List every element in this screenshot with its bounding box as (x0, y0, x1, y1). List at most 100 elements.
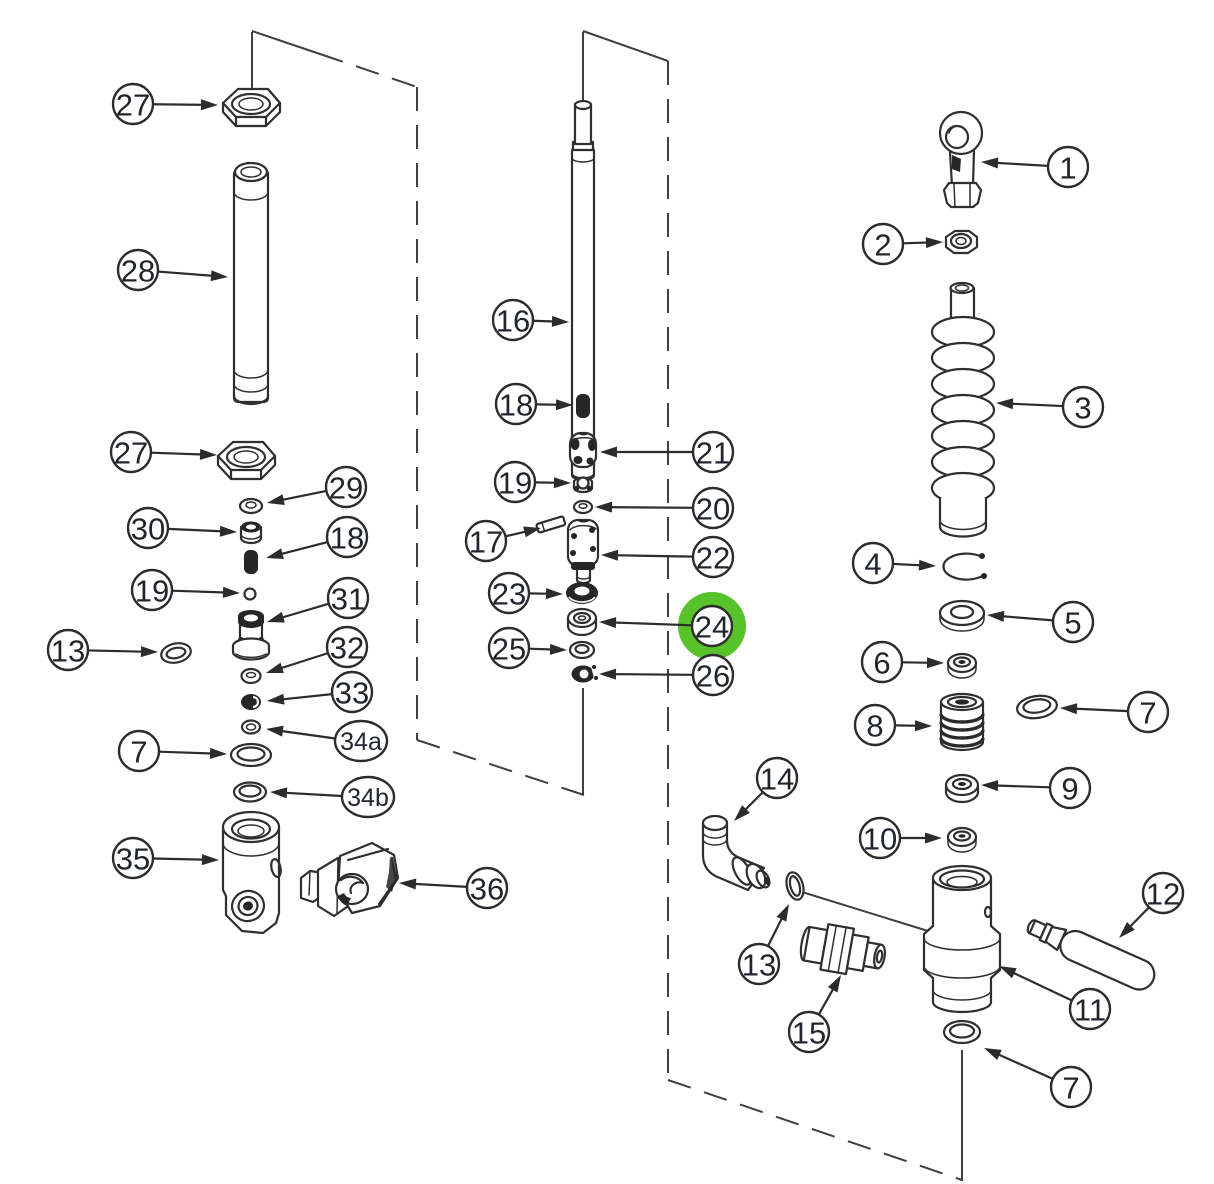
callout-circle (1046, 145, 1090, 189)
arrowhead (925, 832, 942, 844)
arrowhead (599, 668, 617, 680)
callout-4[interactable]: 4 (851, 541, 936, 585)
callout-34b[interactable]: 34b (270, 775, 396, 819)
callout-10[interactable]: 10 (858, 816, 942, 860)
callout-9[interactable]: 9 (981, 766, 1092, 810)
callout-7-bottom[interactable]: 7 (984, 1048, 1093, 1109)
callout-circle (737, 942, 781, 986)
callout-21[interactable]: 21 (600, 430, 735, 474)
callout-number: 12 (1146, 877, 1180, 912)
leader-line (604, 505, 695, 509)
callout-31[interactable]: 31 (267, 576, 370, 623)
part-1-rod-end (938, 110, 984, 209)
callout-number: 11 (1074, 993, 1106, 1028)
callout-7-left[interactable]: 7 (117, 729, 227, 773)
callout-number: 19 (135, 574, 169, 609)
arrowhead (219, 525, 237, 537)
part-34a-ring (240, 719, 262, 735)
callout-number: 10 (863, 822, 897, 857)
callout-circle (755, 756, 799, 800)
callout-24[interactable]: 24 (599, 592, 746, 660)
arrowhead (266, 662, 284, 674)
callout-19-mid[interactable]: 19 (493, 460, 571, 504)
callout-34a[interactable]: 34a (266, 719, 389, 763)
callout-8[interactable]: 8 (853, 703, 932, 747)
callout-number: 20 (696, 492, 730, 527)
callout-27-mid[interactable]: 27 (109, 430, 217, 474)
part-13-o-ring-right (785, 871, 805, 901)
part-12-handle (1026, 919, 1156, 991)
arrowhead (399, 878, 417, 890)
callout-19-left[interactable]: 19 (130, 568, 240, 612)
part-5-washer (938, 599, 986, 632)
part-11-pump-body (922, 864, 1002, 1014)
callout-36[interactable]: 36 (399, 866, 509, 910)
callout-3[interactable]: 3 (996, 385, 1105, 429)
arrowhead (209, 747, 227, 759)
callout-22[interactable]: 22 (601, 535, 735, 579)
callout-number: 31 (331, 582, 365, 617)
leader-line (276, 602, 330, 620)
callout-circle (111, 836, 155, 880)
arrowhead (914, 720, 932, 732)
leader-line (279, 791, 344, 798)
callout-circle (493, 460, 537, 504)
part-2-nut (944, 229, 979, 255)
callout-26[interactable]: 26 (599, 653, 735, 697)
callout-number: 18 (330, 521, 364, 556)
arrowhead (545, 588, 563, 600)
callout-23[interactable]: 23 (487, 571, 563, 615)
callout-13-left[interactable]: 13 (46, 628, 158, 672)
callout-number: 13 (742, 948, 776, 983)
callout-30[interactable]: 30 (126, 506, 237, 550)
arrowhead (1060, 703, 1078, 715)
callout-16[interactable]: 16 (491, 298, 569, 342)
callout-18-left[interactable]: 18 (266, 515, 369, 560)
callout-number: 35 (116, 842, 150, 877)
callout-number: 14 (760, 762, 794, 797)
part-22-valve-body (566, 518, 600, 585)
part-15-check-valve (799, 923, 886, 976)
callout-number: 28 (121, 254, 155, 289)
callout-15[interactable]: 15 (787, 975, 841, 1054)
part-27-nut-top (221, 87, 282, 128)
callout-13-right[interactable]: 13 (737, 904, 789, 986)
callout-number: 5 (1064, 606, 1081, 641)
callout-35[interactable]: 35 (111, 836, 219, 880)
callout-14[interactable]: 14 (734, 756, 799, 821)
callout-circle (691, 535, 735, 579)
callout-7-right[interactable]: 7 (1060, 690, 1170, 734)
callout-6[interactable]: 6 (860, 640, 944, 684)
callout-circle (491, 298, 535, 342)
callout-number: 33 (335, 676, 369, 711)
callout-20[interactable]: 20 (595, 486, 735, 530)
callout-number: 34a (340, 728, 382, 756)
callout-17[interactable]: 17 (464, 519, 541, 563)
leader-line (170, 589, 231, 594)
callout-12[interactable]: 12 (1119, 871, 1185, 938)
part-24-bearing-ring (566, 607, 598, 637)
callout-32[interactable]: 32 (266, 625, 369, 674)
callout-2[interactable]: 2 (861, 222, 943, 266)
arrowhead (553, 477, 571, 489)
part-19-ball-left (243, 587, 257, 601)
callout-33[interactable]: 33 (267, 670, 374, 714)
part-27-nut-bottom (216, 440, 277, 481)
callout-number: 24 (695, 610, 729, 645)
callout-number: 8 (866, 709, 883, 744)
callout-number: 19 (498, 466, 532, 501)
part-28-tube (232, 161, 270, 406)
part-29-ring (238, 497, 264, 515)
leader-line (156, 270, 219, 278)
callout-29[interactable]: 29 (267, 465, 368, 509)
callout-1[interactable]: 1 (981, 145, 1090, 189)
arrowhead (200, 99, 218, 111)
callout-circle (690, 604, 734, 648)
callout-5[interactable]: 5 (987, 600, 1095, 644)
callout-18-mid[interactable]: 18 (494, 382, 573, 426)
callout-27-top[interactable]: 27 (111, 82, 218, 126)
callout-11[interactable]: 11 (999, 966, 1112, 1031)
callout-25[interactable]: 25 (487, 626, 567, 670)
callout-28[interactable]: 28 (116, 248, 228, 292)
